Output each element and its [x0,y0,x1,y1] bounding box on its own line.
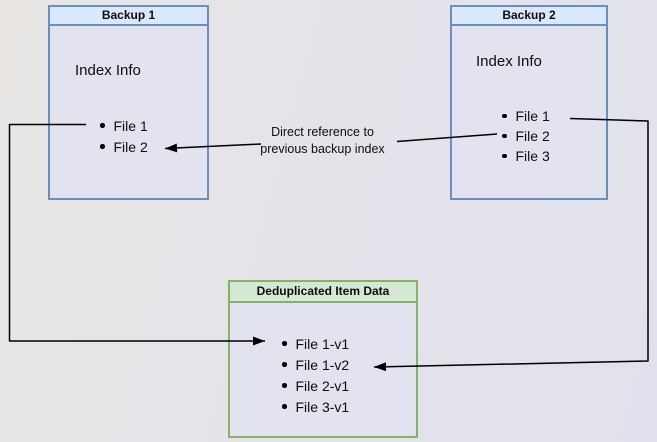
node-backup2-file-list: File 1 File 2 File 3 [502,106,550,166]
bullet-icon [502,113,507,119]
list-item-label: File 1-v2 [295,356,350,373]
list-item-label: File 2 [515,128,550,144]
connector-annotation-line1: Direct reference to [271,125,374,139]
connector-annotation: Direct reference to previous backup inde… [240,124,405,157]
node-backup1: Backup 1 Index Info File 1 File 2 [48,5,209,200]
node-backup2-title: Backup 2 [452,7,606,26]
list-item: File 1-v2 [282,354,349,375]
list-item: File 1-v1 [282,333,349,354]
bullet-icon [282,341,287,346]
node-backup2-subtitle: Index Info [476,53,542,70]
bullet-icon [100,123,105,128]
list-item-label: File 2-v1 [295,377,350,394]
list-item: File 2 [502,126,550,146]
node-backup1-file-list: File 1 File 2 [100,115,148,157]
list-item: File 3-v1 [282,396,349,417]
list-item-label: File 3 [515,148,550,164]
connector-annotation-line2: previous backup index [260,141,385,156]
list-item: File 1 [502,106,550,126]
list-item-label: File 1 [515,108,550,124]
bullet-icon [282,383,287,388]
node-backup1-subtitle: Index Info [75,62,141,79]
list-item: File 2-v1 [282,375,349,396]
list-item: File 2 [100,136,148,157]
bullet-icon [282,404,287,409]
list-item-label: File 3-v1 [295,398,350,415]
bullet-icon [100,144,105,149]
list-item-label: File 2 [113,138,148,155]
list-item-label: File 1 [113,117,148,134]
node-backup2: Backup 2 Index Info File 1 File 2 File 3 [450,5,608,200]
bullet-icon [282,362,287,367]
list-item: File 1 [100,115,148,136]
bullet-icon [502,133,507,139]
list-item-label: File 1-v1 [295,335,350,352]
node-backup1-title: Backup 1 [50,7,207,26]
list-item: File 3 [502,146,550,166]
node-dedup-data-title: Deduplicated Item Data [230,282,416,303]
bullet-icon [502,153,507,159]
